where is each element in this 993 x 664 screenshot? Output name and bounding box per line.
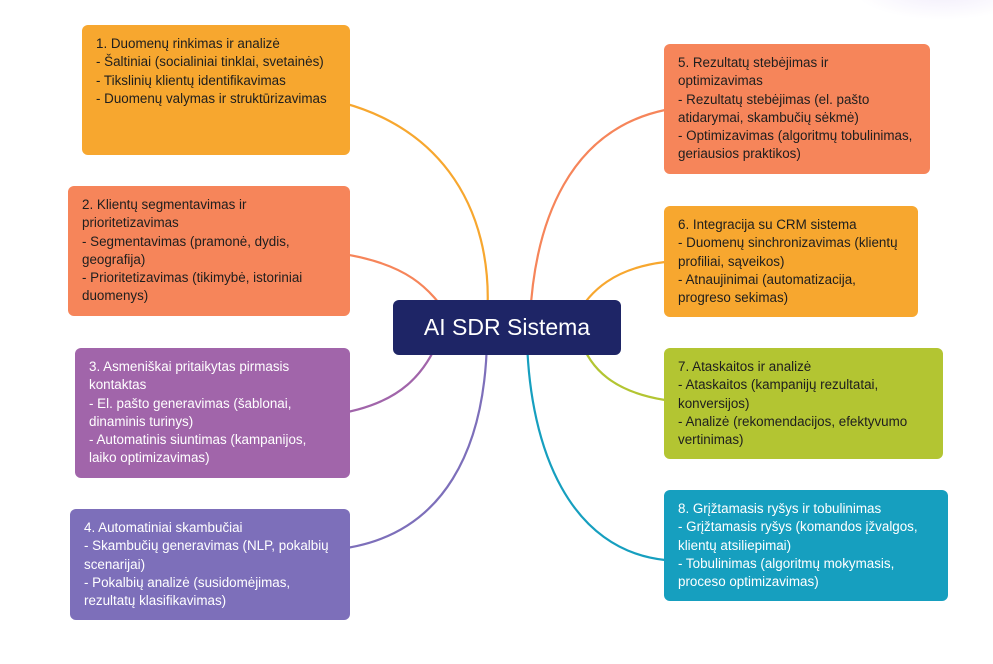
- node-automated-calls: 4. Automatiniai skambučiai - Skambučių g…: [70, 509, 350, 620]
- center-node-label: AI SDR Sistema: [423, 314, 591, 340]
- connector-n1: [299, 93, 489, 319]
- connector-n5: [528, 108, 666, 319]
- connector-n8: [525, 339, 666, 562]
- node-results-monitoring: 5. Rezultatų stebėjimas ir optimizavimas…: [664, 44, 930, 174]
- node-crm-integration: 6. Integracija su CRM sistema - Duomenų …: [664, 206, 918, 317]
- center-node: AI SDR Sistema: [393, 300, 621, 355]
- node-data-collection: 1. Duomenų rinkimas ir analizė - Šaltini…: [82, 25, 350, 155]
- node-personalized-contact: 3. Asmeniškai pritaikytas pirmasis konta…: [75, 348, 350, 478]
- corner-decoration: [853, 0, 993, 20]
- connector-n4: [329, 339, 489, 552]
- node-reports-analysis: 7. Ataskaitos ir analizė - Ataskaitos (k…: [664, 348, 943, 459]
- node-client-segmentation: 2. Klientų segmentavimas ir prioritetiza…: [68, 186, 350, 316]
- node-feedback-improvement: 8. Grįžtamasis ryšys ir tobulinimas - Gr…: [664, 490, 948, 601]
